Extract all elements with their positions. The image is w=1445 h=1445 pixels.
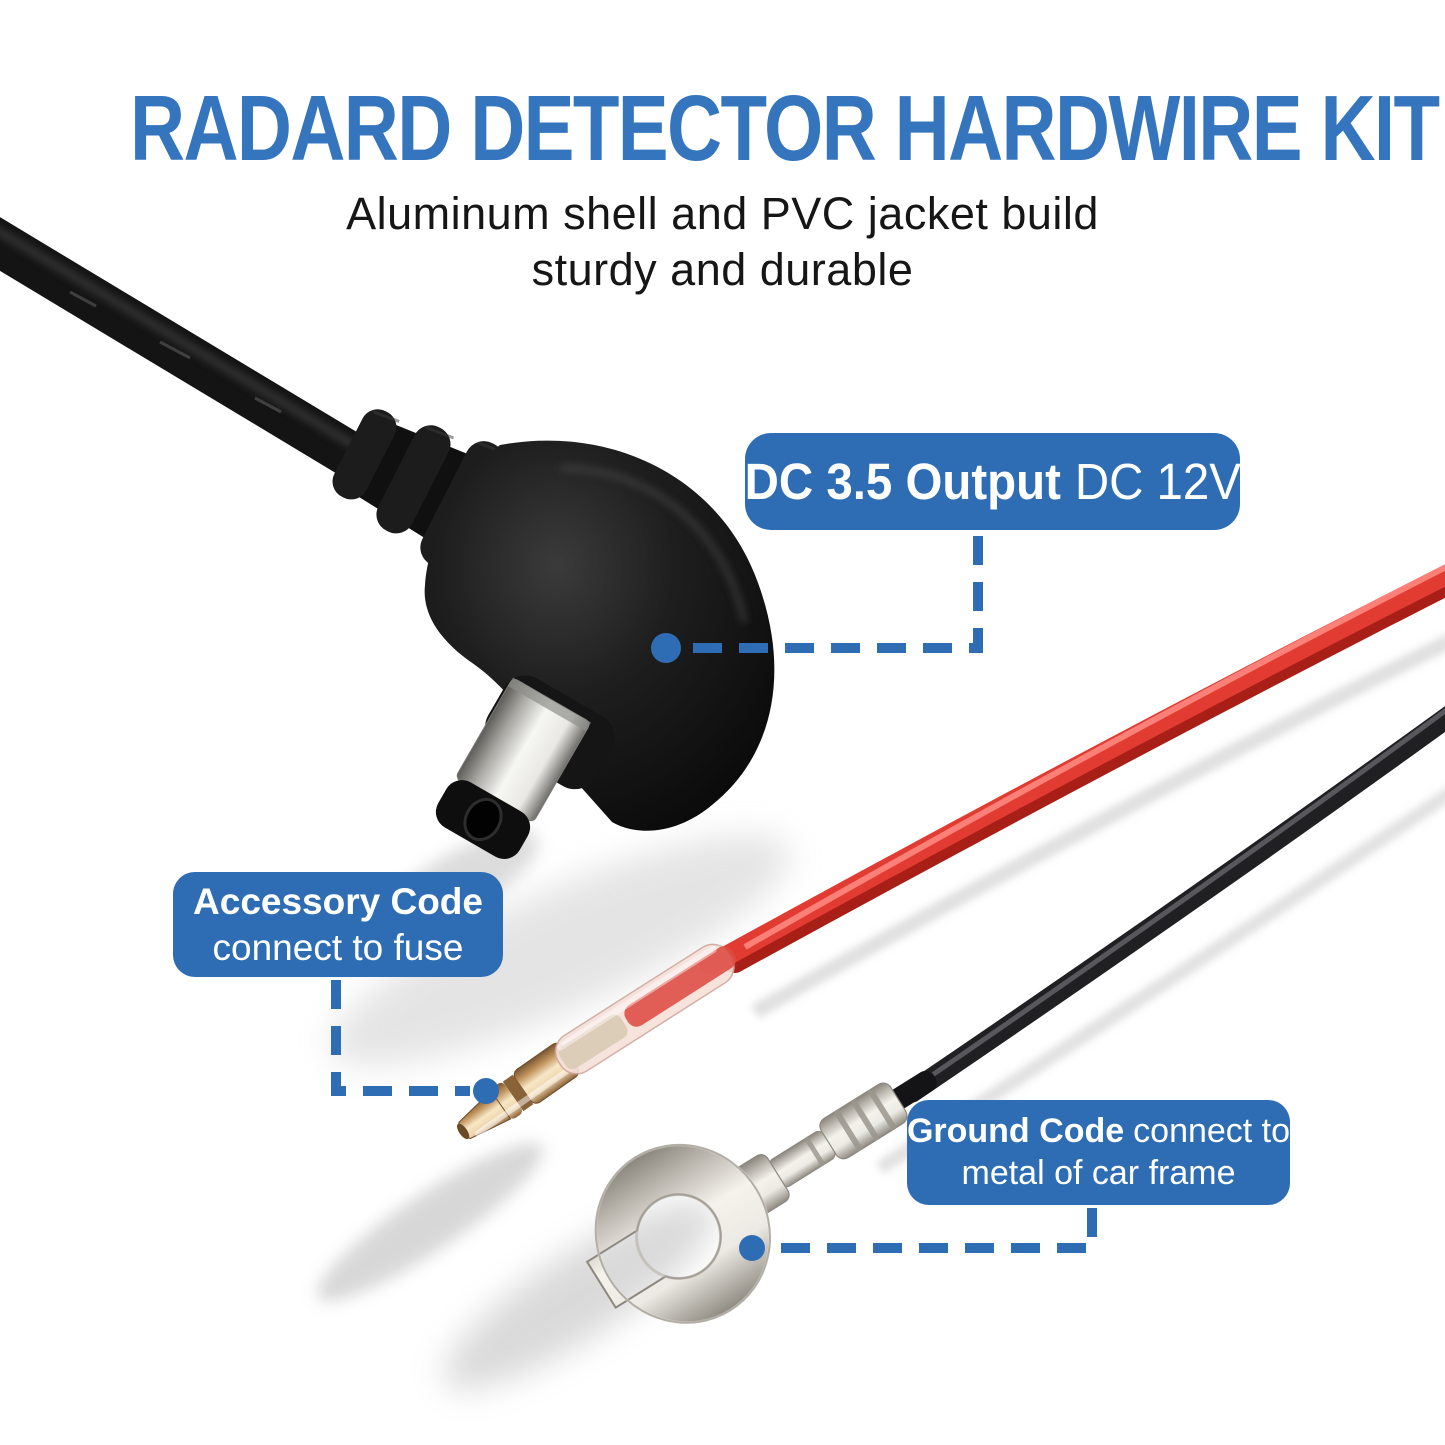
dc-plug-cable	[0, 217, 395, 491]
black-ground-wire	[901, 706, 1445, 1103]
accessory-leader-dot	[473, 1078, 499, 1104]
accessory-code-desc: connect to fuse	[212, 926, 464, 968]
ground-leader-line	[766, 1208, 1097, 1253]
dc-output-regular-label: DC 12V	[1074, 453, 1241, 510]
fork-terminal	[585, 1070, 937, 1325]
ground-code-bold: Ground Code	[906, 1112, 1125, 1151]
heatshrink-sleeve	[554, 943, 736, 1075]
page-subtitle: Aluminum shell and PVC jacket build stur…	[0, 186, 1445, 298]
callout-accessory-code: Accessory Code connect to fuse	[173, 872, 503, 977]
callout-ground-code: Ground Code connect to metal of car fram…	[907, 1100, 1290, 1205]
dc-plug-body	[424, 440, 775, 831]
dc-output-bold-label: DC 3.5 Output	[744, 453, 1061, 510]
dc-output-leader-dot	[651, 633, 681, 663]
dc-plug-barrel	[435, 677, 591, 859]
accessory-code-title: Accessory Code	[193, 881, 483, 923]
ground-leader-dot	[739, 1235, 765, 1261]
callout-dc-output: DC 3.5 Output DC 12V	[744, 433, 1241, 530]
subtitle-line-2: sturdy and durable	[531, 244, 914, 295]
bullet-terminal	[457, 1042, 579, 1140]
dc-output-leader-line	[683, 536, 983, 653]
ground-code-rest: connect to	[1133, 1112, 1291, 1151]
red-accessory-wire	[700, 564, 1445, 975]
subtitle-line-1: Aluminum shell and PVC jacket build	[346, 188, 1099, 239]
accessory-leader-line	[331, 980, 470, 1096]
page-title: RADARD DETECTOR HARDWIRE KIT	[130, 76, 1440, 180]
ground-code-line2: metal of car frame	[961, 1153, 1236, 1192]
